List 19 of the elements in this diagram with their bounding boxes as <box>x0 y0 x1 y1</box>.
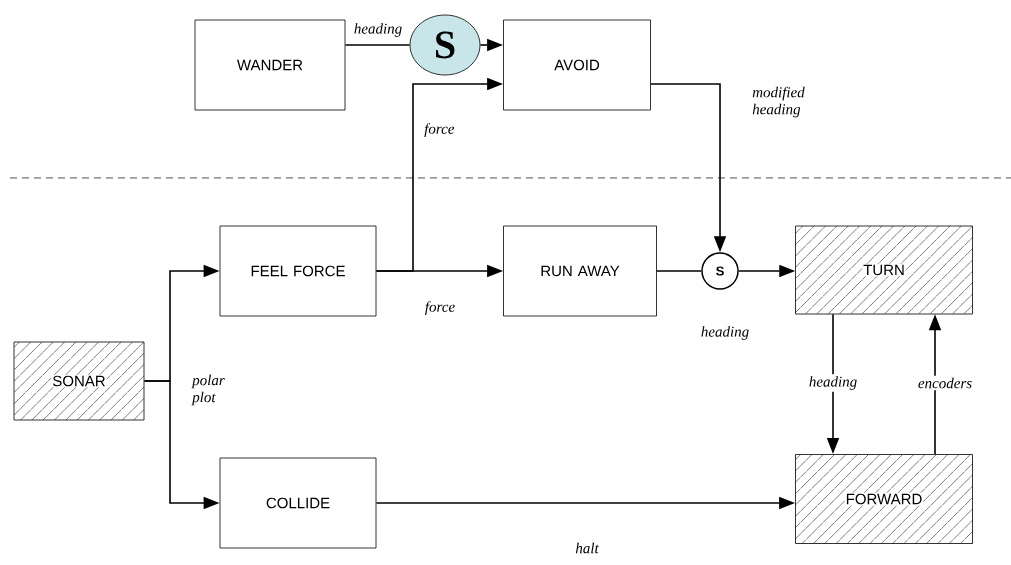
process-box: RUN AWAY <box>503 225 657 317</box>
hatched-box: TURN <box>795 225 973 315</box>
edge-label: heading <box>806 374 860 392</box>
connector-line <box>344 44 411 46</box>
edge-label: polar plot <box>191 374 225 406</box>
edge-label: force <box>425 301 455 315</box>
edge-label: heading <box>701 326 749 340</box>
edge-label: encoders <box>915 375 975 391</box>
hatched-box: FORWARD <box>795 454 973 544</box>
edge-label: halt <box>575 542 599 554</box>
process-box: COLLIDE <box>219 457 377 549</box>
edge-label: heading <box>354 23 402 37</box>
process-box: FEEL FORCE <box>219 225 377 317</box>
process-box: WANDER <box>194 19 346 111</box>
edge-label: modified heading <box>752 86 805 118</box>
hatched-box: SONAR <box>13 341 145 421</box>
edge-label: force <box>424 123 455 137</box>
process-box: AVOID <box>503 19 651 111</box>
connector-line <box>656 270 703 272</box>
